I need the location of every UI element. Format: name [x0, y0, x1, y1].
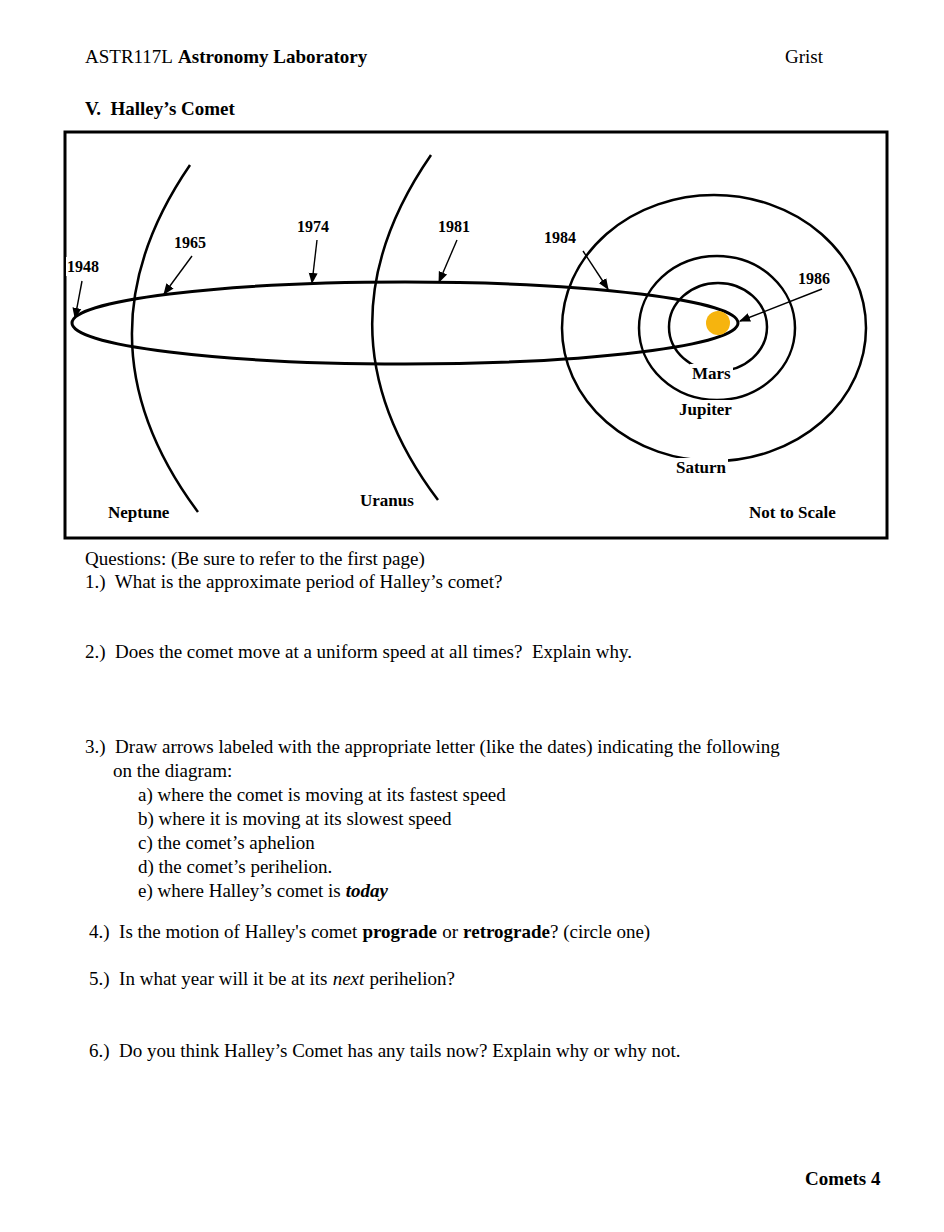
date-label: 1981	[438, 218, 470, 235]
question: 6.) Do you think Halley’s Comet has any …	[89, 1040, 681, 1061]
sub-question: d) the comet’s perihelion.	[138, 856, 332, 877]
question-line: 1.) What is the approximate period of Ha…	[85, 571, 503, 594]
date-label: 1948	[67, 258, 99, 275]
mars-orbit	[669, 283, 767, 371]
saturn-orbit	[562, 195, 866, 461]
question: perihelion?	[369, 968, 454, 989]
sub-question: b) where it is moving at its slowest spe…	[138, 808, 451, 829]
planet-label: Jupiter	[679, 400, 732, 419]
date-label: 1974	[297, 218, 329, 235]
jupiter-orbit	[639, 256, 795, 400]
date-label-line: 1984	[543, 228, 577, 247]
planet-label: Saturn	[676, 458, 726, 477]
neptune-orbit	[132, 165, 198, 512]
question: on the diagram:	[113, 760, 232, 781]
question: ? (circle one)	[550, 921, 650, 942]
planet-label-line: Neptune	[106, 503, 171, 523]
question-line: 3.) Draw arrows labeled with the appropr…	[85, 736, 780, 759]
question: retrograde	[463, 921, 550, 942]
date-label-line: 1981	[437, 217, 471, 236]
question: 5.) In what year will it be at its	[89, 968, 328, 989]
date-label: 1984	[544, 229, 576, 246]
planet-label: Mars	[692, 364, 731, 383]
date-label: 1965	[174, 234, 206, 251]
planet-label-line: Mars	[690, 364, 733, 384]
question-line: 2.) Does the comet move at a uniform spe…	[85, 641, 632, 664]
sub-question: today	[346, 880, 388, 901]
planet-label-line: Uranus	[358, 491, 416, 511]
scale-note-line: Not to Scale	[747, 503, 838, 523]
sub-question: a) where the comet is moving at its fast…	[138, 784, 506, 805]
question: 3.) Draw arrows labeled with the appropr…	[85, 736, 780, 757]
author-name-line: Grist	[785, 46, 823, 69]
planet-label-line: Jupiter	[677, 400, 734, 420]
planet-label-line: Saturn	[674, 458, 728, 478]
sub-question-line: a) where the comet is moving at its fast…	[138, 784, 506, 807]
section-title: V. Halley’s Comet	[85, 98, 235, 119]
diagram-frame	[65, 132, 887, 538]
question-line: on the diagram:	[113, 760, 232, 783]
question: 1.) What is the approximate period of Ha…	[85, 571, 503, 592]
page-number-line: Comets 4	[805, 1168, 880, 1191]
page-header: Astronomy Laboratory	[178, 46, 367, 67]
question: 2.) Does the comet move at a uniform spe…	[85, 641, 632, 662]
section-line: V. Halley’s Comet	[85, 98, 235, 121]
planet-label: Neptune	[108, 503, 169, 522]
date-label-line: 1948	[66, 257, 100, 276]
page-header-line: ASTR117LAstronomy Laboratory	[85, 46, 367, 69]
sun	[706, 311, 730, 335]
question: 4.) Is the motion of Halley's comet	[89, 921, 357, 942]
uranus-orbit	[372, 155, 438, 500]
date-label-line: 1986	[797, 269, 831, 288]
instructions-line: Questions: (Be sure to refer to the firs…	[85, 548, 425, 571]
question: or	[442, 921, 458, 942]
date-label-line: 1965	[173, 233, 207, 252]
question-line: 5.) In what year will it be at itsnextpe…	[89, 968, 455, 991]
instructions: Questions: (Be sure to refer to the firs…	[85, 548, 425, 569]
question: next	[333, 968, 365, 989]
page-number: Comets 4	[805, 1168, 880, 1189]
sub-question-line: e) where Halley’s comet istoday	[138, 880, 388, 903]
page-header: ASTR117L	[85, 46, 173, 67]
date-label: 1986	[798, 270, 830, 287]
scale-note: Not to Scale	[749, 503, 836, 522]
date-label-line: 1974	[296, 217, 330, 236]
author-name: Grist	[785, 46, 823, 67]
sub-question: e) where Halley’s comet is	[138, 880, 341, 901]
question: prograde	[362, 921, 437, 942]
sub-question: c) the comet’s aphelion	[138, 832, 315, 853]
question-line: 4.) Is the motion of Halley's cometprogr…	[89, 921, 650, 944]
planet-label: Uranus	[360, 491, 414, 510]
sub-question-line: b) where it is moving at its slowest spe…	[138, 808, 451, 831]
halley-orbit	[72, 282, 738, 364]
question-line: 6.) Do you think Halley’s Comet has any …	[89, 1040, 681, 1063]
sub-question-line: c) the comet’s aphelion	[138, 832, 315, 855]
sub-question-line: d) the comet’s perihelion.	[138, 856, 332, 879]
